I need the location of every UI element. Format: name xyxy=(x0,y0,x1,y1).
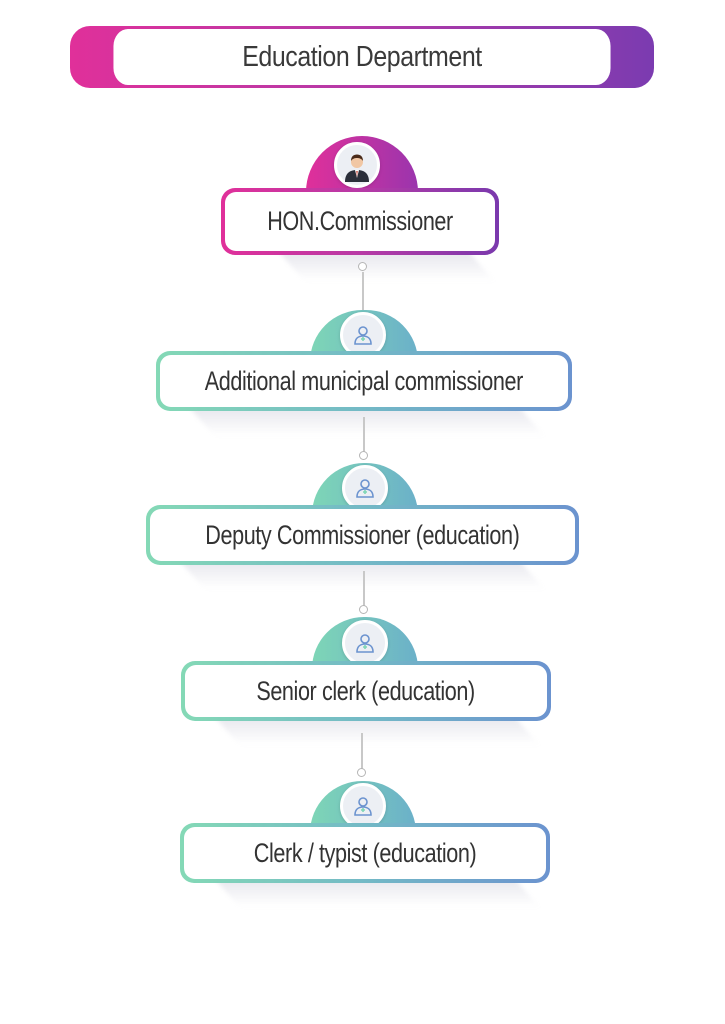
node-label: Deputy Commissioner (education) xyxy=(205,519,520,550)
connector-dot xyxy=(359,605,368,614)
user-badge-icon xyxy=(342,620,388,666)
node-label: HON.Commissioner xyxy=(267,206,453,236)
connector-line xyxy=(362,272,364,314)
connector-dot xyxy=(357,768,366,777)
department-title-box: Education Department xyxy=(70,26,654,88)
connector-dot xyxy=(358,262,367,271)
user-badge-icon xyxy=(340,783,386,829)
person-avatar-icon xyxy=(334,142,380,188)
node-label: Clerk / typist (education) xyxy=(253,837,477,868)
connector-line xyxy=(361,733,363,769)
node-label: Additional municipal commissioner xyxy=(204,365,524,396)
page-title: Education Department xyxy=(242,40,482,73)
connector-line xyxy=(363,571,365,607)
connector-dot xyxy=(359,451,368,460)
connector-line xyxy=(363,417,365,453)
user-badge-icon xyxy=(340,312,386,358)
node-label: Senior clerk (education) xyxy=(256,675,476,706)
